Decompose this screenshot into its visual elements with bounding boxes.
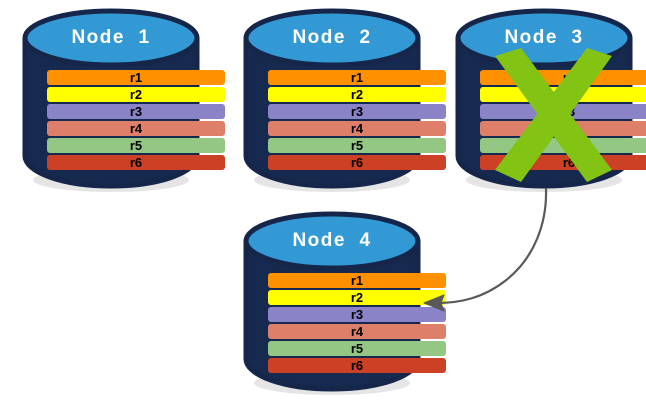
node-1-row-r6[interactable]: r6 (47, 155, 225, 170)
node-4-row-r6-label: r6 (350, 358, 364, 373)
node-4-row-r1-label: r1 (350, 273, 364, 288)
node-4-row-r6[interactable]: r6 (268, 358, 446, 373)
node-1-row-r4-label: r4 (129, 121, 143, 136)
node-3-row-r1-label: r1 (562, 70, 576, 85)
node-4-row-r4-label: r4 (350, 324, 364, 339)
node-1-row-r5[interactable]: r5 (47, 138, 225, 153)
node-2-row-r1[interactable]: r1 (268, 70, 446, 85)
node-2-row-r5[interactable]: r5 (268, 138, 446, 153)
node-3-row-r5-label: r5 (562, 138, 576, 153)
node-1-row-r4[interactable]: r4 (47, 121, 225, 136)
node-3-row-r4-label: r4 (562, 121, 576, 136)
node-3-row-r2[interactable]: r2 (480, 87, 646, 102)
node-2-row-r6-label: r6 (350, 155, 364, 170)
node-3-row-r5[interactable]: r5 (480, 138, 646, 153)
node-4-row-r5[interactable]: r5 (268, 341, 446, 356)
node-1-row-r1-label: r1 (129, 70, 143, 85)
node-1-row-r1[interactable]: r1 (47, 70, 225, 85)
node-3-row-r6[interactable]: r6 (480, 155, 646, 170)
node-4-row-r5-label: r5 (350, 341, 364, 356)
node-4-row-r1[interactable]: r1 (268, 273, 446, 288)
node-1-rows: r1 r2 r3 r4 r5 r6 (22, 70, 250, 170)
node-1-row-r2[interactable]: r2 (47, 87, 225, 102)
node-3[interactable]: Node 3 r1 r2 r3 r4 r5 r6 (455, 8, 646, 192)
node-2-row-r6[interactable]: r6 (268, 155, 446, 170)
node-2-row-r3[interactable]: r3 (268, 104, 446, 119)
node-3-row-r6-label: r6 (562, 155, 576, 170)
node-4[interactable]: Node 4 r1 r2 r3 r4 r5 r6 (243, 211, 446, 395)
node-1-row-r3-label: r3 (129, 104, 143, 119)
node-3-row-r1[interactable]: r1 (480, 70, 646, 85)
node-2-rows: r1 r2 r3 r4 r5 r6 (243, 70, 471, 170)
node-2-row-r3-label: r3 (350, 104, 364, 119)
node-2-row-r1-label: r1 (350, 70, 364, 85)
node-3-rows: r1 r2 r3 r4 r5 r6 (455, 70, 646, 170)
node-2-row-r4-label: r4 (350, 121, 364, 136)
node-3-row-r3[interactable]: r3 (480, 104, 646, 119)
node-1-row-r6-label: r6 (129, 155, 143, 170)
node-4-row-r3[interactable]: r3 (268, 307, 446, 322)
node-1[interactable]: Node 1 r1 r2 r3 r4 r5 r6 (22, 8, 225, 192)
node-3-row-r2-label: r2 (562, 87, 576, 102)
node-2-row-r5-label: r5 (350, 138, 364, 153)
node-3-row-r4[interactable]: r4 (480, 121, 646, 136)
node-4-row-r2-label: r2 (350, 290, 364, 305)
node-3-row-r3-label: r3 (562, 104, 576, 119)
node-4-row-r2[interactable]: r2 (268, 290, 446, 305)
node-2-row-r2[interactable]: r2 (268, 87, 446, 102)
node-2[interactable]: Node 2 r1 r2 r3 r4 r5 r6 (243, 8, 446, 192)
node-1-row-r5-label: r5 (129, 138, 143, 153)
node-2-row-r4[interactable]: r4 (268, 121, 446, 136)
node-1-row-r2-label: r2 (129, 87, 143, 102)
node-1-row-r3[interactable]: r3 (47, 104, 225, 119)
node-4-rows: r1 r2 r3 r4 r5 r6 (243, 273, 471, 373)
node-4-row-r3-label: r3 (350, 307, 364, 322)
node-2-row-r2-label: r2 (350, 87, 364, 102)
node-4-row-r4[interactable]: r4 (268, 324, 446, 339)
